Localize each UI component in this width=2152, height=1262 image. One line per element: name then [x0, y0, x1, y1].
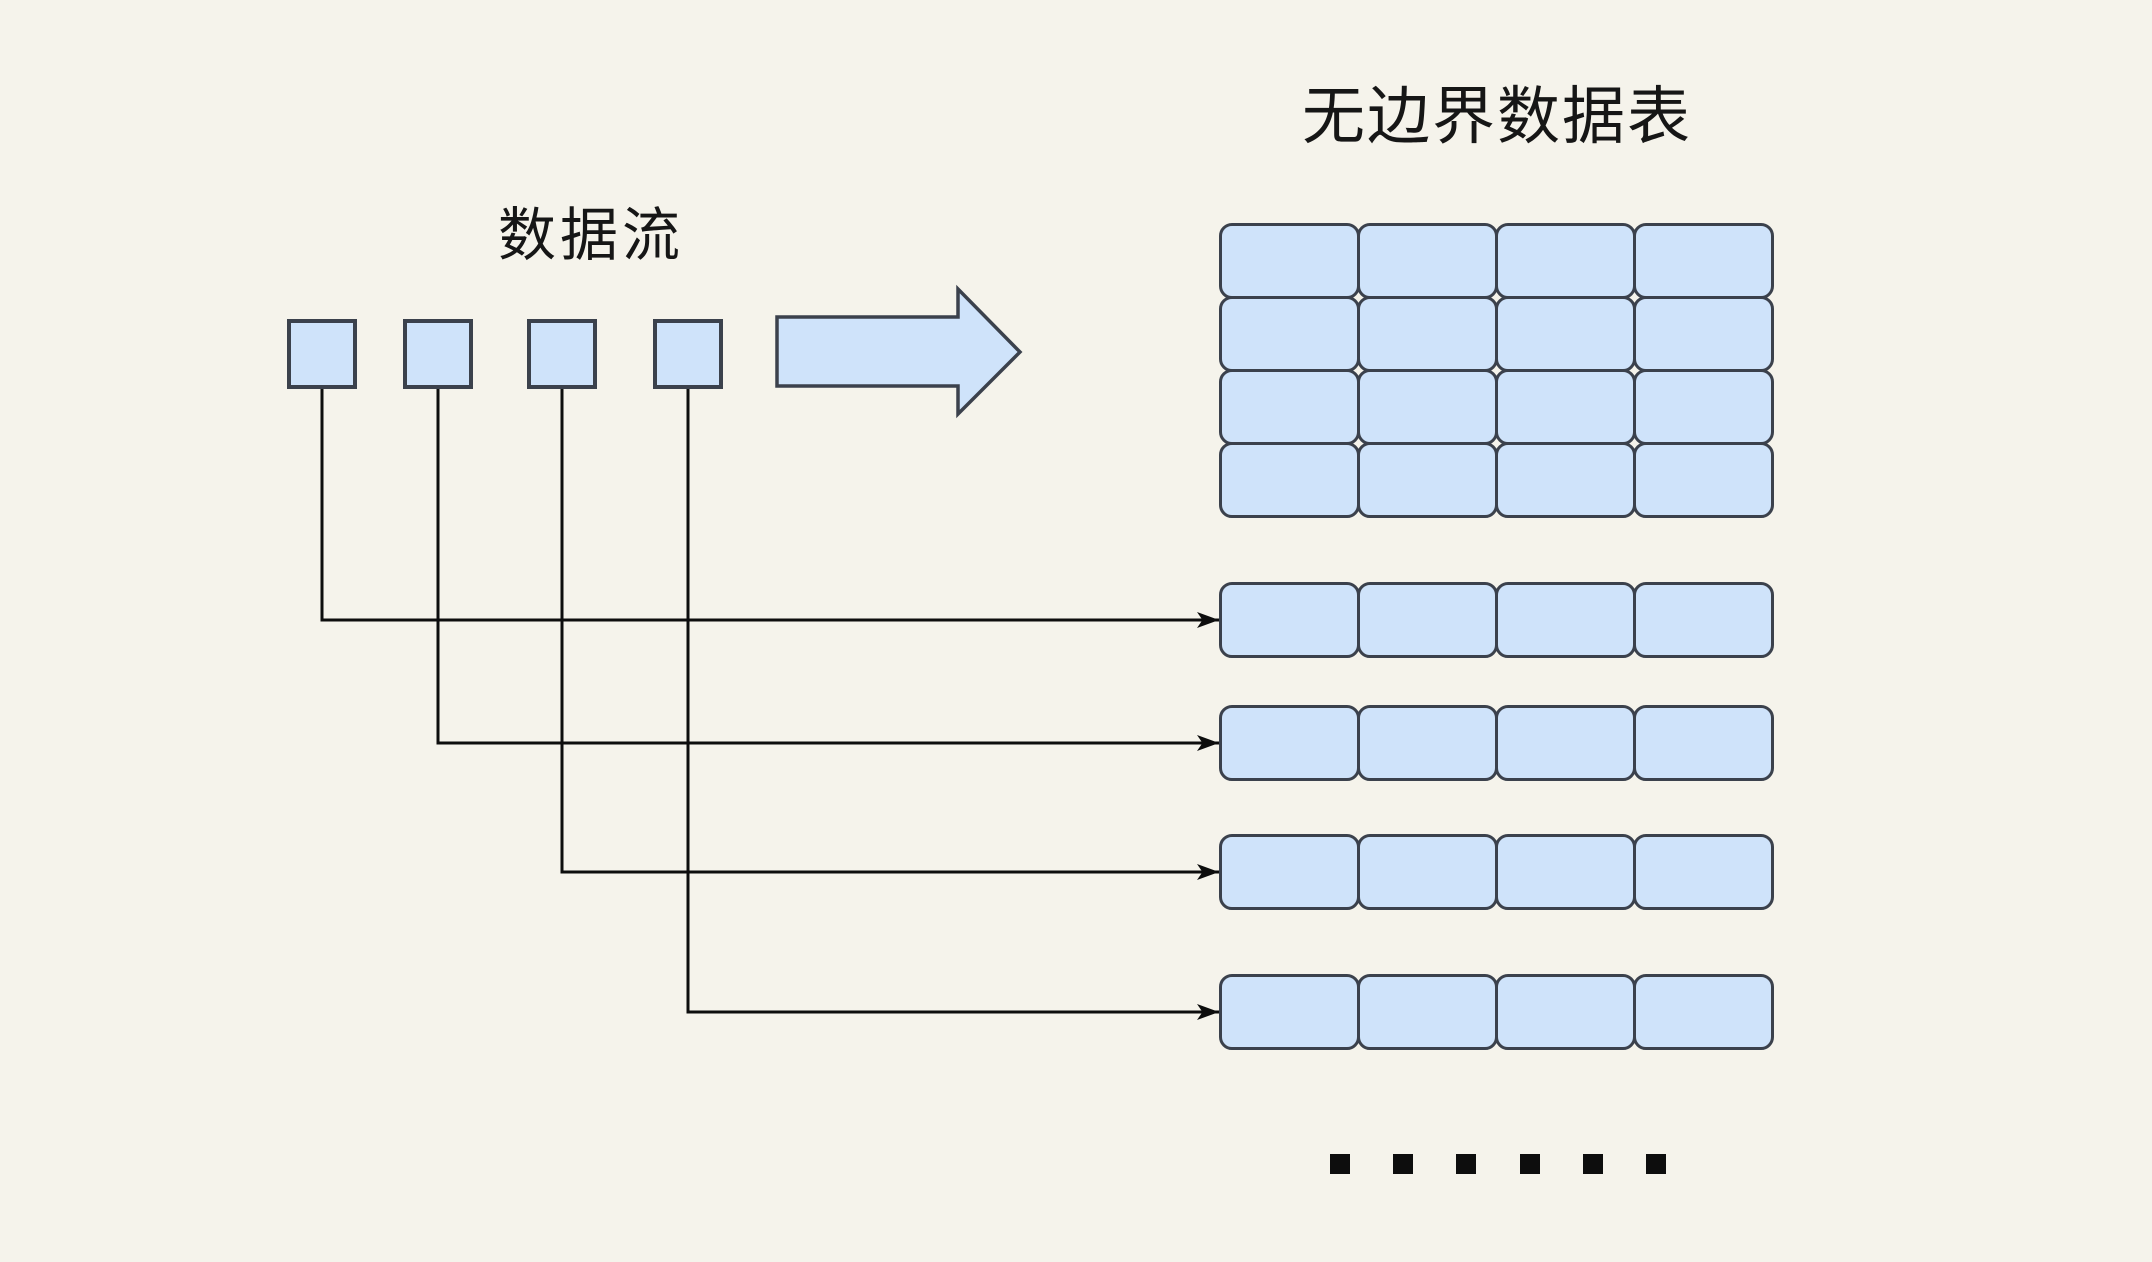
ellipsis-dot	[1646, 1154, 1666, 1174]
flow-arrow	[775, 284, 1023, 419]
table-cell	[1219, 223, 1360, 299]
connector-line-stream-square-2-to-appended-row-2	[436, 389, 1219, 751]
ellipsis-dot	[1330, 1154, 1350, 1174]
appended-row-cell	[1219, 834, 1360, 910]
stream-event-square	[527, 319, 597, 389]
ellipsis-dot	[1520, 1154, 1540, 1174]
table-cell	[1357, 296, 1498, 372]
ellipsis-dot	[1583, 1154, 1603, 1174]
table-cell	[1633, 369, 1774, 445]
appended-row-cell	[1495, 582, 1636, 658]
stream-event-square	[287, 319, 357, 389]
appended-row-cell	[1357, 834, 1498, 910]
appended-row-cell	[1219, 705, 1360, 781]
table-cell	[1357, 223, 1498, 299]
appended-row-cell	[1357, 582, 1498, 658]
appended-row-cell	[1633, 974, 1774, 1050]
appended-row-cell	[1495, 834, 1636, 910]
ellipsis-dot	[1393, 1154, 1413, 1174]
table-cell	[1495, 369, 1636, 445]
appended-row-cell	[1357, 974, 1498, 1050]
connector-line-stream-square-3-to-appended-row-3	[560, 389, 1219, 880]
table-cell	[1633, 223, 1774, 299]
appended-row-cell	[1219, 582, 1360, 658]
table-cell	[1219, 296, 1360, 372]
table-cell	[1495, 442, 1636, 518]
table-cell	[1633, 442, 1774, 518]
appended-row-cell	[1357, 705, 1498, 781]
table-cell	[1219, 369, 1360, 445]
connector-line-stream-square-4-to-appended-row-4	[686, 389, 1219, 1020]
stream-event-square	[653, 319, 723, 389]
ellipsis-dot	[1456, 1154, 1476, 1174]
appended-row-cell	[1495, 974, 1636, 1050]
table-cell	[1357, 442, 1498, 518]
appended-row-cell	[1495, 705, 1636, 781]
appended-row-cell	[1633, 705, 1774, 781]
connector-line-stream-square-1-to-appended-row-1	[320, 389, 1219, 628]
table-cell	[1219, 442, 1360, 518]
stream-event-square	[403, 319, 473, 389]
appended-row-cell	[1219, 974, 1360, 1050]
table-cell	[1633, 296, 1774, 372]
table-title: 无边界数据表	[1302, 80, 1692, 153]
table-cell	[1357, 369, 1498, 445]
table-cell	[1495, 223, 1636, 299]
stream-title: 数据流	[498, 201, 685, 269]
appended-row-cell	[1633, 834, 1774, 910]
appended-row-cell	[1633, 582, 1774, 658]
table-cell	[1495, 296, 1636, 372]
